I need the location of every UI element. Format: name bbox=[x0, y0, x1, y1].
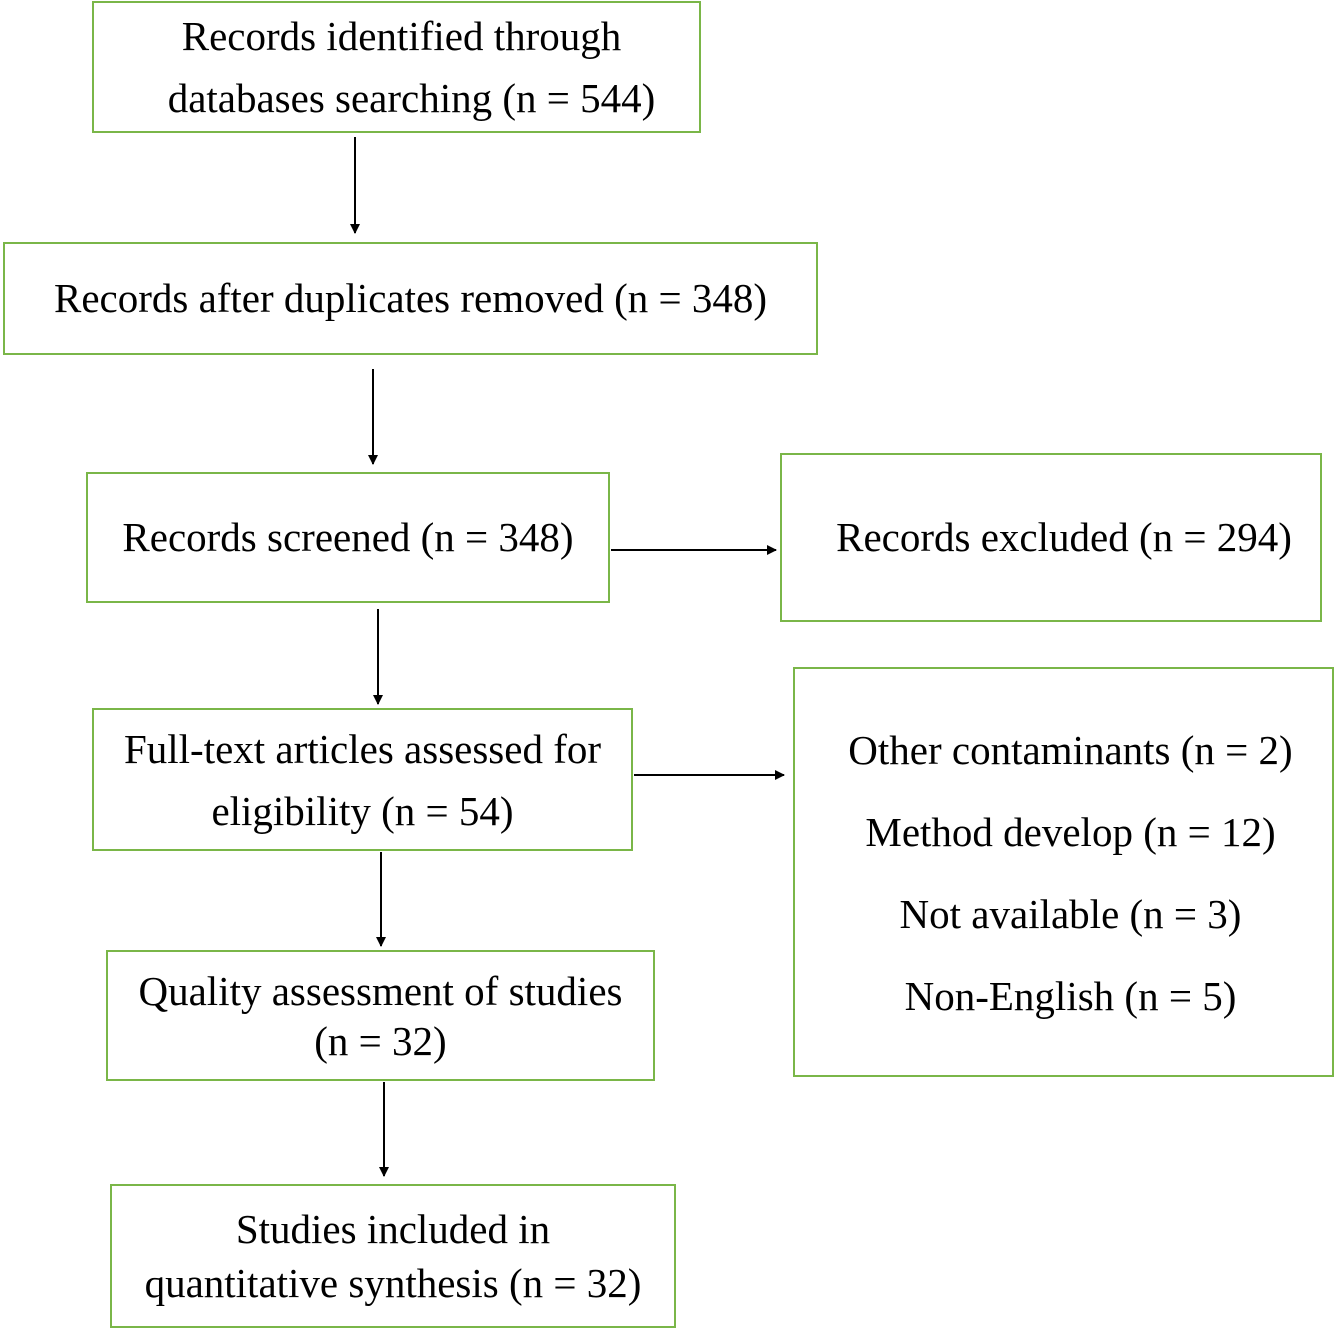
full-text-assessed-box: Full-text articles assessed for eligibil… bbox=[92, 708, 633, 851]
records-excluded-box: Records excluded (n = 294) bbox=[780, 453, 1322, 622]
exclusion-reason-item: Method develop (n = 12) bbox=[865, 809, 1276, 855]
records-identified-box: Records identified through databases sea… bbox=[92, 1, 701, 133]
records-excluded-label: Records excluded (n = 294) bbox=[836, 513, 1292, 560]
studies-included-box: Studies included in quantitative synthes… bbox=[110, 1184, 676, 1328]
records-screened-box: Records screened (n = 348) bbox=[86, 472, 610, 603]
exclusion-reason-item: Other contaminants (n = 2) bbox=[848, 727, 1293, 773]
exclusion-reasons-box: Other contaminants (n = 2) Method develo… bbox=[793, 667, 1334, 1077]
duplicates-removed-label: Records after duplicates removed (n = 34… bbox=[53, 274, 768, 321]
quality-assessment-line2: (n = 32) bbox=[314, 1017, 447, 1064]
quality-assessment-box: Quality assessment of studies (n = 32) bbox=[106, 950, 655, 1081]
quality-assessment-line1: Quality assessment of studies bbox=[138, 967, 623, 1014]
full-text-assessed-line2: eligibility (n = 54) bbox=[211, 787, 514, 834]
records-screened-label: Records screened (n = 348) bbox=[122, 513, 574, 560]
studies-included-line1: Studies included in bbox=[235, 1206, 551, 1252]
records-identified-line1: Records identified through bbox=[181, 13, 622, 59]
exclusion-reason-item: Not available (n = 3) bbox=[899, 891, 1242, 937]
studies-included-line2: quantitative synthesis (n = 32) bbox=[144, 1260, 642, 1306]
full-text-assessed-line1: Full-text articles assessed for bbox=[123, 725, 602, 772]
records-identified-line2: databases searching (n = 544) bbox=[167, 75, 656, 121]
exclusion-reason-item: Non-English (n = 5) bbox=[904, 973, 1237, 1019]
duplicates-removed-box: Records after duplicates removed (n = 34… bbox=[3, 242, 818, 355]
